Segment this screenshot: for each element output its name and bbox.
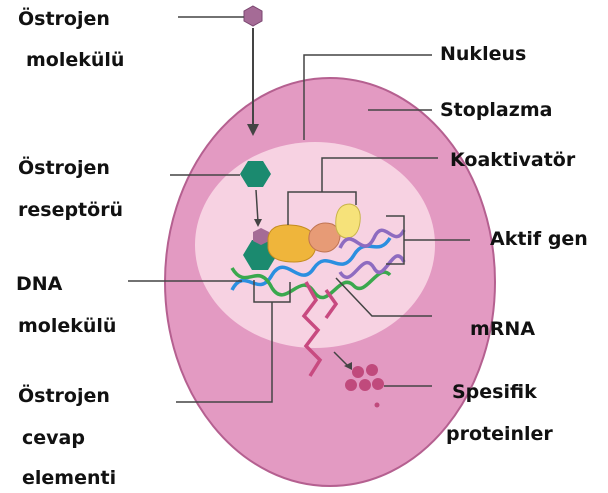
- label-nukleus: Nukleus: [440, 43, 526, 65]
- label-dna-molekulu-1: DNA: [16, 273, 63, 295]
- label-cevap-elementi-2: cevap: [22, 427, 85, 449]
- coactivator-orange: [268, 225, 316, 262]
- label-cevap-elementi-1: Östrojen: [18, 383, 110, 407]
- estrogen-molecule-hexagon: [244, 6, 262, 26]
- label-koaktivator: Koaktivatör: [450, 149, 576, 171]
- label-mrna: mRNA: [470, 318, 535, 340]
- label-ostrojen-reseptoru-1: Östrojen: [18, 155, 110, 179]
- label-ostrojen-molekulu-2: molekülü: [26, 49, 124, 71]
- label-aktif-gen: Aktif gen: [490, 228, 588, 250]
- label-spesifik-proteinler-2: proteinler: [446, 423, 553, 445]
- coactivator-salmon: [309, 223, 340, 252]
- label-spesifik-proteinler-1: Spesifik: [452, 381, 537, 403]
- label-dna-molekulu-2: molekülü: [18, 315, 116, 337]
- label-ostrojen-reseptoru-2: reseptörü: [18, 199, 123, 221]
- label-stoplazma: Stoplazma: [440, 99, 552, 121]
- label-cevap-elementi-3: elementi: [22, 467, 116, 489]
- label-ostrojen-molekulu-1: Östrojen: [18, 6, 110, 30]
- coactivator-yellow: [336, 204, 361, 238]
